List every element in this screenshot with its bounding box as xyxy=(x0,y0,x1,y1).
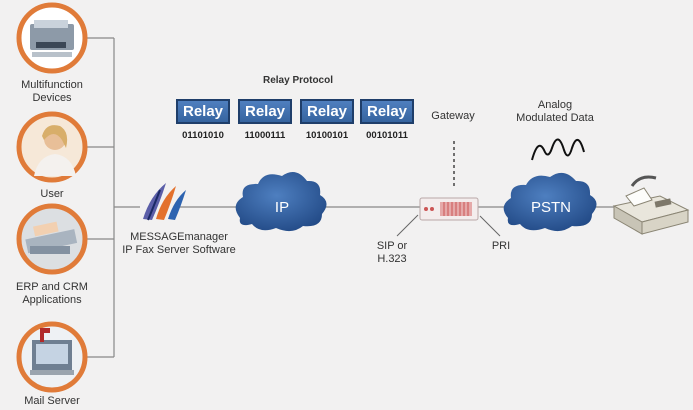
multifunction-devices-label: Multifunction Devices xyxy=(21,79,83,104)
erp-crm-icon xyxy=(16,203,88,275)
mail-server-icon xyxy=(16,321,88,393)
relay-box-4: Relay xyxy=(360,99,414,124)
ip-cloud-label: IP xyxy=(275,199,289,216)
user-photo-icon xyxy=(16,111,88,183)
relay-bits-2: 11000111 xyxy=(244,130,286,141)
messagemanager-label: MESSAGEmanager IP Fax Server Software xyxy=(122,231,236,256)
relay-box-1: Relay xyxy=(176,99,230,124)
mail-server-label: Mail Server xyxy=(24,395,80,407)
relay-bits-4: 00101011 xyxy=(366,130,408,141)
gateway-label: Gateway xyxy=(431,110,475,122)
relay-bits-3: 10100101 xyxy=(305,130,349,141)
relay-box-2: Relay xyxy=(238,99,292,124)
relay-protocol-title: Relay Protocol xyxy=(262,75,334,86)
erp-crm-label: ERP and CRM Applications xyxy=(16,281,88,306)
device-bracket xyxy=(86,37,140,358)
fax-machine-icon xyxy=(612,175,690,235)
pstn-cloud: PSTN xyxy=(503,172,597,232)
multifunction-printer-icon xyxy=(16,2,88,74)
pstn-cloud-label: PSTN xyxy=(531,199,571,216)
pri-label: PRI xyxy=(491,240,511,252)
gateway-device-icon xyxy=(419,141,479,221)
sip-h323-label: SIP or H.323 xyxy=(376,240,408,265)
relay-box-3: Relay xyxy=(300,99,354,124)
analog-wave-icon xyxy=(531,138,585,161)
relay-bits-1: 01101010 xyxy=(182,130,224,141)
sip-pointer xyxy=(396,214,419,237)
ip-cloud: IP xyxy=(235,172,327,232)
analog-modulated-data-label: Analog Modulated Data xyxy=(516,99,594,124)
user-label: User xyxy=(40,188,64,200)
pri-pointer xyxy=(479,215,501,237)
messagemanager-logo xyxy=(143,183,186,221)
